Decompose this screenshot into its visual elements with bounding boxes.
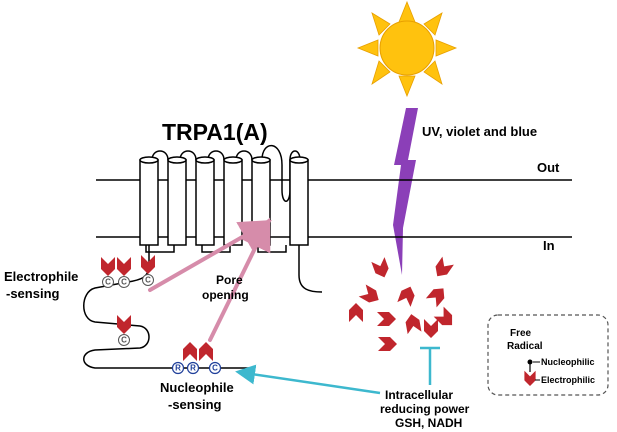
svg-text:C: C <box>212 364 218 373</box>
inside-label: In <box>543 238 555 253</box>
pore-label-1: Pore <box>216 273 243 287</box>
legend-nucleophilic: Nucleophilic <box>541 357 595 367</box>
legend-title-2: Radical <box>507 341 543 352</box>
reducing-label-1: Intracellular <box>385 388 453 402</box>
legend-radical-icon <box>524 359 536 386</box>
reducing-label-3: GSH, NADH <box>395 416 462 430</box>
legend-frame <box>487 314 609 396</box>
cysteine-residues: C C C C <box>101 255 155 346</box>
legend: Free Radical Nucleophilic Electrophilic <box>487 314 609 396</box>
svg-text:R: R <box>175 364 181 373</box>
nucleophile-label-1: Nucleophile <box>160 380 234 395</box>
svg-text:C: C <box>121 336 127 345</box>
light-label: UV, violet and blue <box>422 124 537 139</box>
channel-helices <box>139 144 323 293</box>
legend-electrophilic: Electrophilic <box>541 375 595 385</box>
pore-label-2: opening <box>202 288 249 302</box>
electrophile-label-1: Electrophile <box>4 269 78 284</box>
pore-opening-arrows <box>148 217 272 342</box>
light-bolt-icon <box>393 108 418 275</box>
reducing-power-inhibit <box>420 346 440 385</box>
nucleophile-residues: R R C <box>171 342 222 375</box>
svg-text:C: C <box>145 276 151 285</box>
reducing-label-2: reducing power <box>380 402 470 416</box>
outside-label: Out <box>537 160 560 175</box>
free-radicals <box>349 256 458 351</box>
electrophile-label-2: -sensing <box>6 286 60 301</box>
svg-text:C: C <box>121 278 127 287</box>
legend-title-1: Free <box>510 328 532 339</box>
nucleophile-label-2: -sensing <box>168 397 222 412</box>
svg-text:C: C <box>105 278 111 287</box>
svg-text:R: R <box>190 364 196 373</box>
sun-icon <box>356 0 458 98</box>
diagram-title: TRPA1(A) <box>162 119 268 145</box>
reducing-to-nucleophile-arrow <box>235 364 381 395</box>
